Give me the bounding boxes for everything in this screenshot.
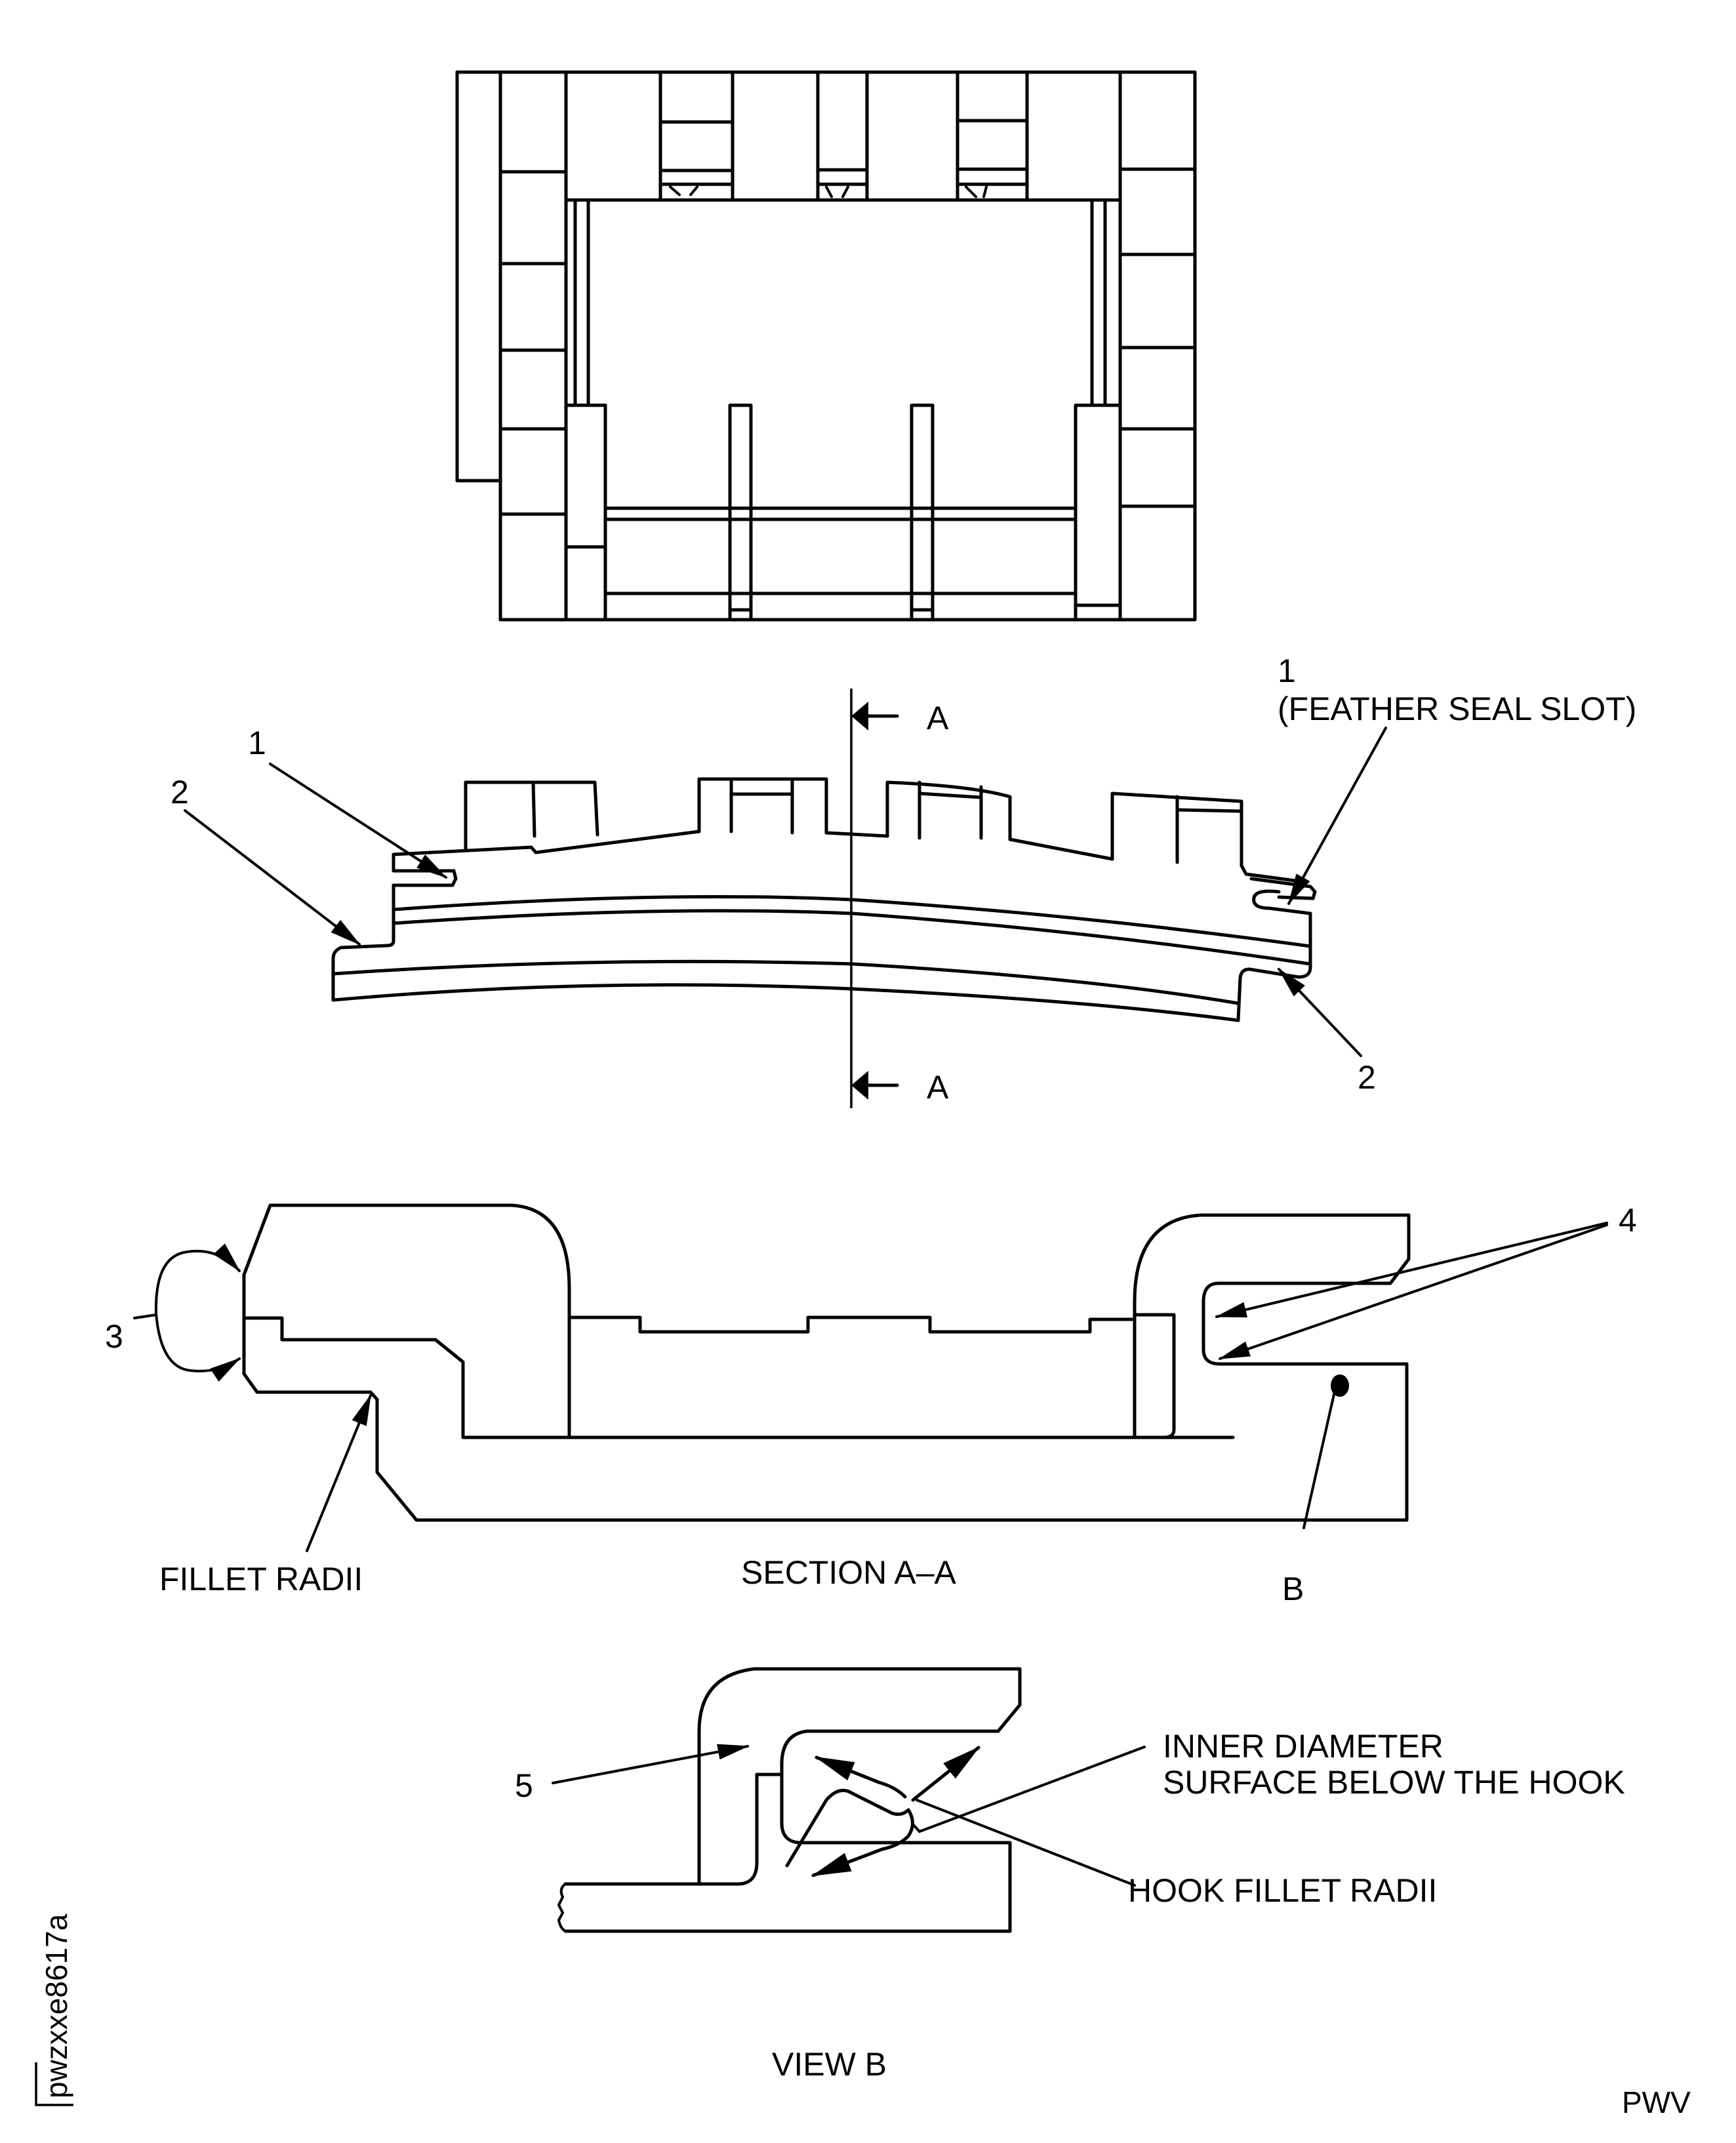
leader-2-right <box>1278 968 1362 1057</box>
top-view-left-strip <box>455 70 502 483</box>
leader-1-right <box>1287 727 1387 906</box>
leader-inner-diameter <box>912 1746 1146 1833</box>
leader-3 <box>133 1313 157 1319</box>
side-view <box>184 689 1387 1108</box>
leader-4-upper <box>1215 1222 1608 1318</box>
callout-inner-diameter-line2: SURFACE BELOW THE HOOK <box>1163 1764 1625 1801</box>
view-b-title: VIEW B <box>772 2046 887 2083</box>
leader-fillet-radii <box>306 1393 372 1552</box>
figure-id: pwzxxe8617a <box>39 1913 73 2098</box>
leader-4-lower <box>1218 1224 1608 1360</box>
section-a-a-title: SECTION A–A <box>741 1554 957 1591</box>
callout-5: 5 <box>515 1767 533 1804</box>
callout-3: 3 <box>105 1318 123 1355</box>
section-label-top: A <box>927 700 949 736</box>
callout-feather-seal-slot: (FEATHER SEAL SLOT) <box>1278 691 1636 727</box>
figure-id-block: pwzxxe8617a <box>35 1913 73 2106</box>
leader-5 <box>552 1744 750 1784</box>
callout-1-left: 1 <box>248 725 266 761</box>
view-b <box>552 1667 1146 1933</box>
callout-fillet-radii: FILLET RADII <box>159 1561 363 1597</box>
callout-inner-diameter-line1: INNER DIAMETER <box>1163 1728 1443 1765</box>
callout-b: B <box>1282 1571 1304 1607</box>
leader-b <box>1302 1390 1336 1529</box>
figure-id-bracket <box>35 2062 73 2106</box>
section-a-a <box>133 1203 1608 1552</box>
corner-code: PWV <box>1622 2085 1691 2119</box>
section-arrow-bottom <box>851 1071 868 1100</box>
leader-2-left <box>184 809 361 946</box>
leader-1-left <box>269 763 448 879</box>
leader-hook-fillet-radii <box>916 1799 1136 1887</box>
callout-2-right: 2 <box>1358 1059 1376 1096</box>
callout-2-left: 2 <box>171 774 189 811</box>
callout-1-right: 1 <box>1278 652 1296 689</box>
section-arrow-top <box>851 702 868 731</box>
callout-hook-fillet-radii: HOOK FILLET RADII <box>1128 1872 1437 1909</box>
section-label-bottom: A <box>927 1069 949 1106</box>
callout-4: 4 <box>1619 1202 1637 1239</box>
top-view <box>455 70 1197 622</box>
